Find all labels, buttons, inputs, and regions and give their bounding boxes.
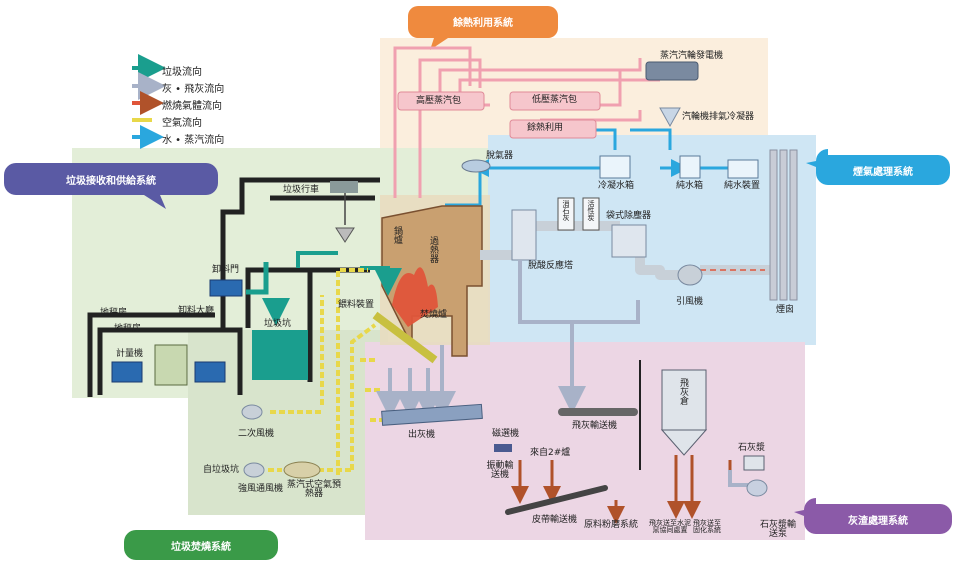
chimney-label: 煙囪 [776,306,794,315]
pure-tank-shape [680,156,700,178]
lp-drum-label: 低壓蒸汽包 [532,96,577,105]
lime-silo-shape [744,456,764,470]
dump-door-label: 卸料門 [212,266,239,275]
fan-label: 引風機 [676,298,703,307]
fly-ash-conveyor-label: 飛灰輸送機 [572,422,617,431]
belt-conveyor-label: 皮帶輸送機 [532,516,577,525]
pure-device-label: 純水裝置 [724,182,760,191]
deacid-tower-shape [512,210,536,260]
legend-item-water: 水 • 蒸汽流向 [162,131,224,146]
legend-item-waste: 垃圾流向 [162,63,202,78]
callout-incinerate: 垃圾焚燒系統 [124,530,278,560]
condensate-tank-shape [600,156,630,178]
forced-fan-label: 強風通風機 [238,485,283,494]
condensate-tank-label: 冷凝水箱 [598,182,634,191]
secondary-fan-label: 二次風機 [238,430,274,439]
crane-shape [330,181,358,193]
lime-silo-label: 石灰漿 [738,444,765,453]
feeder-label: 餵料裝置 [338,301,374,310]
bag-filter-label: 袋式除塵器 [606,212,651,221]
callout-heat: 餘熱利用系統 [408,6,558,36]
air-preheater-shape [284,462,320,478]
crane-label: 垃圾行車 [283,186,319,195]
pure-device-shape [728,160,758,178]
fly-ash-left-label: 飛灰送至水泥窯協同處置 [648,520,692,534]
pit-label: 垃圾坑 [264,320,291,329]
magnetic-sep-label: 磁選機 [492,430,519,439]
fly-ash-right-label: 飛灰送至固化系統 [690,520,724,534]
deaerator-label: 脫氣器 [486,152,513,161]
legend-item-ash: 灰 • 飛灰流向 [162,80,224,95]
secondary-fan-shape [242,405,262,419]
fly-ash-conveyor-shape [558,408,638,416]
fly-ash-silo-label: 飛灰倉 [678,378,687,405]
dump-hall-label: 卸料大廳 [178,307,214,316]
legend-item-air: 空氣流向 [162,114,202,129]
pit-shape [252,330,308,380]
generator-shape [646,62,698,80]
pure-tank-label: 純水箱 [676,182,703,191]
legend-arrows [132,68,152,137]
furnace-label: 焚燒爐 [420,311,447,320]
zone-ash [365,342,805,540]
dump-truck [210,280,242,296]
forced-fan-shape [244,463,264,477]
lime-conveyor-label: 石灰漿輸送泵 [758,521,798,539]
vibrating-conveyor-label: 振動輸送機 [486,462,514,480]
waste-heat-label: 餘熱利用 [527,124,563,133]
magnetic-sep-shape [494,444,512,452]
deacid-tower-label: 脫酸反應塔 [528,262,573,271]
weighbridge-house-1-label: 地秤房 [100,309,127,318]
fan-shape [678,265,702,285]
superheater-label: 過熱器 [428,236,437,263]
legend-item-gas: 燃燒氣體流向 [162,97,222,112]
callout-receive: 垃圾接收和供給系統 [4,163,218,195]
activated-carbon-label: 活性炭 [587,200,594,221]
callout-ash: 灰渣處理系統 [804,504,952,534]
ash-discharger-label: 出灰機 [408,431,435,440]
slaked-lime-label: 消石灰 [562,200,569,221]
callout-flue: 煙氣處理系統 [816,155,950,185]
from-pit-label: 自垃圾坑 [203,466,239,475]
lime-conveyor-shape [747,480,767,496]
truck-1 [112,362,142,382]
bag-filter-shape [612,225,646,257]
weigh-machine-label: 計量機 [116,350,143,359]
from-2-label: 來自2#爐 [530,449,570,458]
chimney-shape [770,150,797,300]
weigh-machine-shape [155,345,187,385]
truck-2 [195,362,225,382]
deaerator-shape [462,160,490,172]
boiler-label: 鍋爐 [392,226,401,244]
air-preheater-label: 蒸汽式空氣預熱器 [284,481,344,499]
steam-generator-label: 蒸汽汽輪發電機 [660,52,723,61]
weighbridge-house-2-label: 地秤房 [114,325,141,334]
turbine-condenser-label: 汽輪機排氣冷凝器 [682,113,754,122]
hp-drum-label: 高壓蒸汽包 [416,97,461,106]
grinding-label: 原料粉磨系統 [584,521,638,530]
